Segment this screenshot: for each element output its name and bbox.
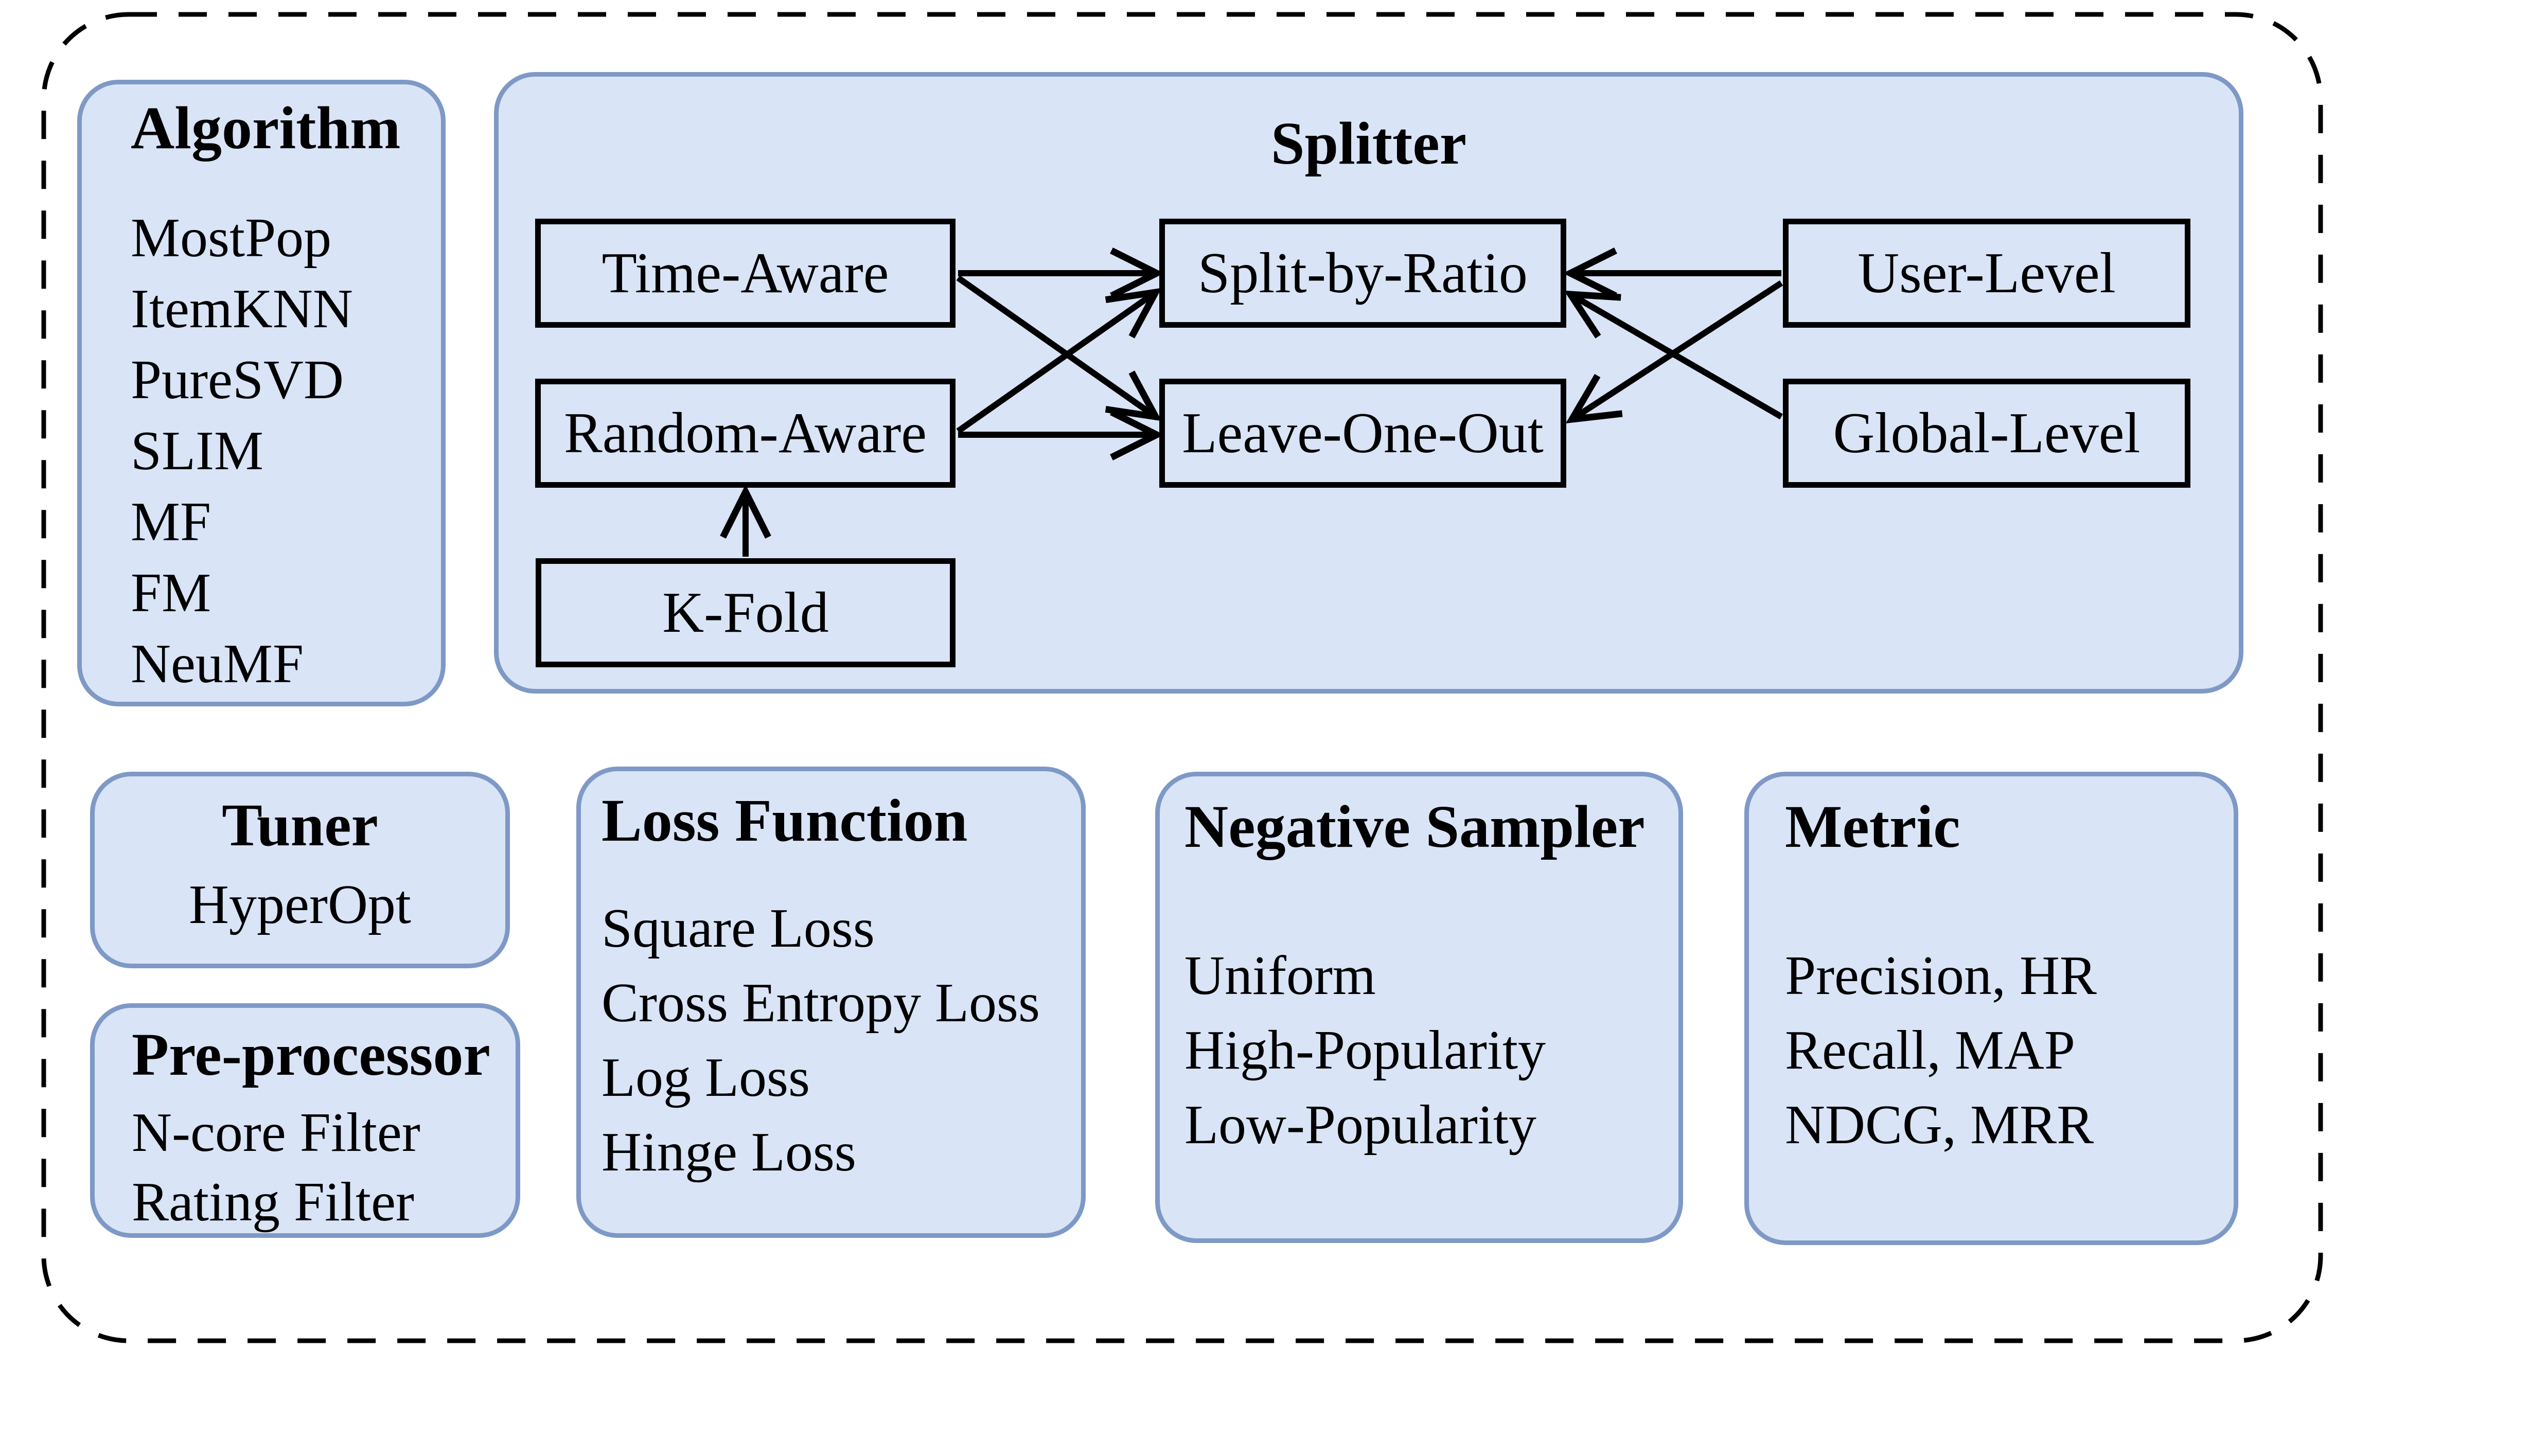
panel-title-loss-function: Loss Function [602, 787, 968, 854]
metric-items: Precision, HR Recall, MAP NDCG, MRR [1785, 938, 2234, 1162]
algorithm-item: MostPop [131, 207, 332, 269]
pre-processor-item: Rating Filter [132, 1171, 414, 1233]
panel-title-pre-processor: Pre-processor [132, 1021, 490, 1088]
node-label: Time-Aware [602, 241, 889, 305]
loss-function-item: Square Loss [602, 898, 875, 959]
algorithm-item: MF [131, 491, 211, 553]
node-random-aware: Random-Aware [535, 379, 956, 488]
algorithm-item: NeuMF [131, 633, 304, 695]
metric-item: Recall, MAP [1785, 1020, 2075, 1081]
negative-sampler-item: Low-Popularity [1184, 1094, 1536, 1156]
panel-algorithm: Algorithm MostPop ItemKNN PureSVD SLIM M… [77, 80, 446, 706]
tuner-items: HyperOpt [95, 872, 505, 938]
node-leave-one-out: Leave-One-Out [1159, 379, 1566, 488]
pre-processor-items: N-core Filter Rating Filter [132, 1098, 516, 1237]
node-label: Global-Level [1833, 401, 2141, 465]
negative-sampler-items: Uniform High-Popularity Low-Popularity [1184, 938, 1678, 1162]
algorithm-items: MostPop ItemKNN PureSVD SLIM MF FM NeuMF [131, 203, 441, 700]
tuner-item: HyperOpt [189, 874, 411, 935]
loss-function-items: Square Loss Cross Entropy Loss Log Loss … [602, 891, 1081, 1189]
panel-metric: Metric Precision, HR Recall, MAP NDCG, M… [1744, 772, 2238, 1245]
panel-pre-processor: Pre-processor N-core Filter Rating Filte… [90, 1003, 520, 1238]
loss-function-item: Cross Entropy Loss [602, 972, 1040, 1034]
panel-title-negative-sampler: Negative Sampler [1184, 793, 1645, 860]
node-label: Random-Aware [563, 401, 927, 465]
algorithm-item: SLIM [131, 420, 264, 482]
metric-item: Precision, HR [1785, 945, 2097, 1006]
node-label: K-Fold [662, 580, 829, 645]
panel-tuner: Tuner HyperOpt [90, 772, 510, 968]
node-user-level: User-Level [1783, 219, 2190, 328]
node-k-fold: K-Fold [536, 558, 956, 667]
negative-sampler-item: High-Popularity [1184, 1020, 1546, 1081]
loss-function-item: Log Loss [602, 1047, 810, 1108]
panel-title-splitter: Splitter [1270, 110, 1467, 177]
node-global-level: Global-Level [1783, 379, 2190, 488]
panel-negative-sampler: Negative Sampler Uniform High-Popularity… [1155, 772, 1683, 1243]
panel-title-tuner: Tuner [222, 791, 378, 859]
loss-function-item: Hinge Loss [602, 1122, 856, 1183]
panel-loss-function: Loss Function Square Loss Cross Entropy … [576, 767, 1086, 1238]
node-label: User-Level [1858, 241, 2116, 305]
metric-item: NDCG, MRR [1785, 1094, 2094, 1156]
node-label: Split-by-Ratio [1198, 241, 1528, 305]
panel-title-metric: Metric [1785, 793, 1960, 860]
algorithm-item: PureSVD [131, 349, 344, 411]
algorithm-item: FM [131, 562, 211, 624]
panel-title-algorithm: Algorithm [131, 94, 401, 162]
algorithm-item: ItemKNN [131, 278, 353, 340]
node-label: Leave-One-Out [1182, 401, 1544, 465]
pre-processor-item: N-core Filter [132, 1102, 420, 1163]
node-split-by-ratio: Split-by-Ratio [1159, 219, 1566, 328]
node-time-aware: Time-Aware [535, 219, 956, 328]
negative-sampler-item: Uniform [1184, 945, 1376, 1006]
